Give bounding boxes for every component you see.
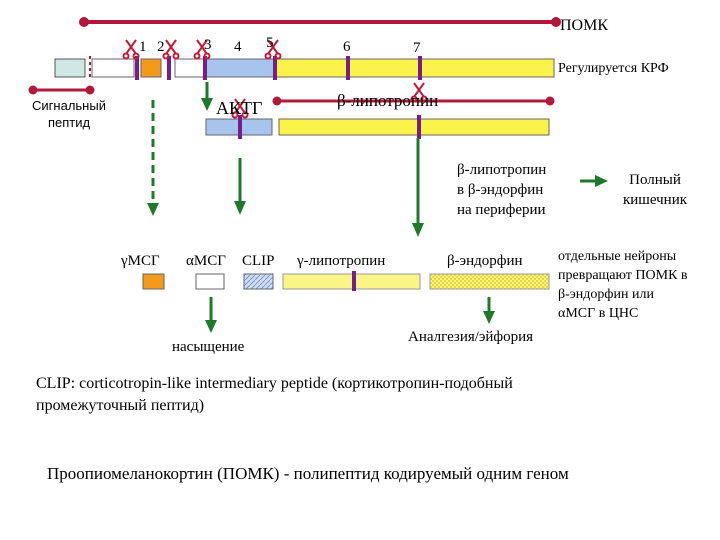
site-number-5: 5 [266, 35, 274, 51]
acth-label: АКТГ [216, 98, 263, 118]
cns-note: отдельные нейроны превращают ПОМК в β-эн… [558, 247, 688, 323]
signal-peptide-line2: пептид [47, 115, 91, 130]
gamma-msh-label: γМСГ [121, 253, 160, 269]
pomc-bracket [79, 17, 561, 27]
cns-note-line1: отдельные нейроны [558, 249, 677, 264]
arrow-down-icon [201, 82, 213, 111]
scissors-icon [264, 39, 282, 60]
clip-box [243, 273, 274, 290]
gut-note-line1: Полный [629, 172, 681, 188]
beta-endorphin-box [429, 273, 550, 290]
acth-bar [205, 115, 273, 139]
satiety-label: насыщение [172, 339, 245, 355]
signal-peptide-label: Сигнальный пептид [22, 97, 116, 131]
periphery-note-line2: в β-эндорфин [457, 182, 544, 198]
beta-lph-segment [275, 58, 555, 78]
arrow-right-icon [580, 175, 608, 187]
beta-lph-bar [278, 115, 550, 139]
site-number-6: 6 [343, 39, 351, 55]
scissors-icon [410, 82, 428, 103]
gamma-lph-box [282, 271, 421, 291]
pomc-label: ПОМК [560, 17, 609, 34]
beta-lph-top-label: β-липотропин [337, 91, 439, 110]
site-number-4: 4 [234, 39, 242, 55]
footer-caption: Проопиомеланокортин (ПОМК) - полипептид … [47, 464, 569, 483]
clip-segment [205, 58, 275, 78]
clip-definition-line2: промежуточный пептид) [36, 397, 205, 414]
pomc-bar [54, 56, 555, 80]
site-number-2: 2 [157, 39, 165, 55]
signal-segment [54, 58, 86, 78]
scissors-icon [193, 39, 211, 60]
alpha-msh-label: αМСГ [186, 253, 226, 269]
arrow-down-icon [483, 297, 495, 324]
periphery-note-line1: β-липотропин [457, 162, 547, 178]
analgesia-label: Аналгезия/эйфория [408, 329, 534, 345]
beta-endorphin-label: β-эндорфин [447, 253, 523, 269]
gamma-lph-label: γ-липотропин [297, 253, 386, 269]
cns-note-line4: αМСГ в ЦНС [558, 306, 639, 321]
scissors-icon [122, 39, 140, 60]
arrow-down-icon [234, 158, 246, 215]
cns-note-line2: превращают ПОМК в [558, 268, 688, 283]
clip-label: CLIP [242, 253, 275, 269]
scissors-icon [162, 39, 180, 60]
signal-peptide-line1: Сигнальный [32, 98, 106, 113]
cns-note-line3: β-эндорфин или [558, 287, 654, 302]
gamma-msh-segment [140, 58, 162, 78]
arrow-down-icon [147, 100, 159, 216]
nterm-segment [91, 58, 135, 78]
periphery-note: β-липотропин в β-эндорфин на периферии [457, 160, 546, 220]
gut-note-line2: кишечник [622, 192, 688, 208]
site-number-7: 7 [413, 40, 421, 56]
site-number-3: 3 [204, 37, 212, 53]
arrow-down-icon [412, 138, 424, 237]
signal-peptide-bracket [28, 85, 95, 95]
alpha-msh-box [195, 273, 225, 290]
clip-definition: CLIP: corticotropin-like intermediary pe… [36, 373, 513, 417]
crf-regulation-label: Регулируется КРФ [558, 61, 669, 76]
clip-definition-line1: CLIP: corticotropin-like intermediary pe… [36, 375, 513, 392]
alpha-msh-segment [174, 58, 207, 78]
periphery-note-line3: на периферии [457, 202, 546, 218]
gamma-msh-box [142, 273, 165, 290]
site-number-1: 1 [139, 39, 147, 55]
gut-note: Полный кишечник [612, 170, 698, 210]
scissors-icon [231, 98, 249, 119]
arrow-down-icon [205, 297, 217, 333]
